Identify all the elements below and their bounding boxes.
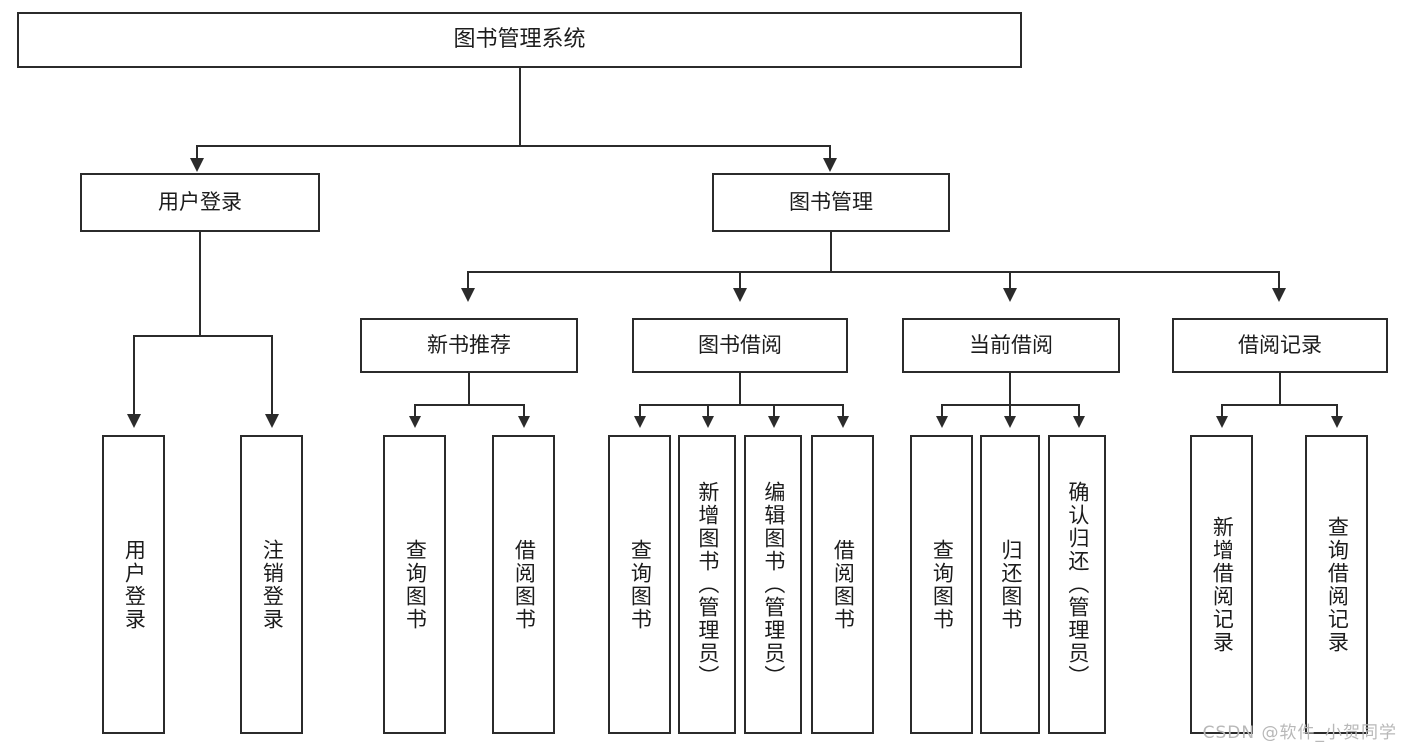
leaf-newbook-query-book[interactable]: 查询图书 (383, 435, 446, 734)
connector-bookborrow-drop-3 (773, 404, 775, 418)
leaf-newbook-borrow-book[interactable]: 借阅图书 (492, 435, 555, 734)
node-label: 确认归还（管理员） (1065, 481, 1090, 688)
leaf-bookborrow-query-book[interactable]: 查询图书 (608, 435, 671, 734)
node-label: 当前借阅 (969, 332, 1053, 357)
arrow-userlogin-leaf-1 (127, 414, 141, 428)
arrow-root-to-bookmgmt (823, 158, 837, 172)
node-label: 新增借阅记录 (1210, 515, 1235, 654)
connector-newbook-bus (414, 404, 524, 406)
node-label: 注销登录 (260, 538, 285, 631)
leaf-bookborrow-borrow-book[interactable]: 借阅图书 (811, 435, 874, 734)
connector-userlogin-stem (199, 232, 201, 335)
node-book-management[interactable]: 图书管理 (712, 173, 950, 232)
node-label: 图书管理系统 (453, 26, 586, 52)
leaf-currentborrow-confirm-return-admin[interactable]: 确认归还（管理员） (1048, 435, 1106, 734)
connector-userlogin-drop-1 (133, 335, 135, 417)
connector-userlogin-bus (133, 335, 273, 337)
connector-currentborrow-drop-3 (1078, 404, 1080, 418)
node-label: 归还图书 (998, 538, 1023, 631)
connector-bookborrow-drop-2 (707, 404, 709, 418)
connector-currentborrow-drop-2 (1009, 404, 1011, 418)
connector-newbook-drop-1 (414, 404, 416, 418)
arrow-userlogin-leaf-2 (265, 414, 279, 428)
connector-borrowrecord-stem (1279, 373, 1281, 405)
arrow-newbook-leaf-1 (409, 416, 421, 428)
arrow-bookborrow-leaf-4 (837, 416, 849, 428)
node-label: 图书管理 (789, 189, 873, 214)
connector-root-to-bookmgmt (829, 145, 831, 161)
node-root-system[interactable]: 图书管理系统 (17, 12, 1022, 68)
connector-bookmgmt-bus (467, 271, 1279, 273)
connector-bookmgmt-drop-1 (467, 271, 469, 291)
arrow-newbook-leaf-2 (518, 416, 530, 428)
node-label: 借阅图书 (512, 538, 537, 631)
node-user-login[interactable]: 用户登录 (80, 173, 320, 232)
node-label: 查询图书 (628, 538, 653, 631)
connector-bookborrow-drop-1 (639, 404, 641, 418)
arrow-bookborrow-leaf-2 (702, 416, 714, 428)
node-label: 查询图书 (930, 538, 955, 631)
connector-currentborrow-drop-1 (941, 404, 943, 418)
arrow-root-to-userlogin (190, 158, 204, 172)
arrow-borrowrecord-leaf-2 (1331, 416, 1343, 428)
connector-borrowrecord-drop-2 (1336, 404, 1338, 418)
connector-userlogin-drop-2 (271, 335, 273, 417)
connector-newbook-drop-2 (523, 404, 525, 418)
leaf-bookborrow-add-book-admin[interactable]: 新增图书（管理员） (678, 435, 736, 734)
node-label: 查询借阅记录 (1325, 515, 1350, 654)
node-label: 借阅图书 (831, 538, 856, 631)
connector-bookborrow-bus (639, 404, 844, 406)
connector-bookmgmt-drop-2 (739, 271, 741, 291)
node-label: 借阅记录 (1238, 332, 1322, 357)
node-label: 图书借阅 (698, 332, 782, 357)
connector-bookmgmt-drop-3 (1009, 271, 1011, 291)
node-label: 查询图书 (403, 538, 428, 631)
connector-bookborrow-drop-4 (842, 404, 844, 418)
node-new-book-recommend[interactable]: 新书推荐 (360, 318, 578, 373)
node-label: 用户登录 (158, 189, 242, 214)
connector-newbook-stem (468, 373, 470, 405)
node-label: 新书推荐 (427, 332, 511, 357)
connector-currentborrow-stem (1009, 373, 1011, 405)
arrow-currentborrow-leaf-2 (1004, 416, 1016, 428)
node-label: 新增图书（管理员） (695, 481, 720, 688)
node-label: 用户登录 (122, 538, 147, 631)
node-book-borrow[interactable]: 图书借阅 (632, 318, 848, 373)
node-label: 编辑图书（管理员） (761, 481, 786, 688)
connector-borrowrecord-drop-1 (1221, 404, 1223, 418)
node-borrow-record[interactable]: 借阅记录 (1172, 318, 1388, 373)
connector-borrowrecord-bus (1221, 404, 1337, 406)
leaf-currentborrow-query-book[interactable]: 查询图书 (910, 435, 973, 734)
leaf-logout[interactable]: 注销登录 (240, 435, 303, 734)
connector-root-stem (519, 68, 521, 145)
leaf-borrowrecord-add-record[interactable]: 新增借阅记录 (1190, 435, 1253, 734)
connector-bookmgmt-drop-4 (1278, 271, 1280, 291)
arrow-currentborrow-leaf-1 (936, 416, 948, 428)
connector-root-bus (196, 145, 831, 147)
leaf-bookborrow-edit-book-admin[interactable]: 编辑图书（管理员） (744, 435, 802, 734)
arrow-borrowrecord-leaf-1 (1216, 416, 1228, 428)
arrow-bookmgmt-to-bookborrow (733, 288, 747, 302)
arrow-bookmgmt-to-borrowrecord (1272, 288, 1286, 302)
arrow-currentborrow-leaf-3 (1073, 416, 1085, 428)
arrow-bookmgmt-to-newbook (461, 288, 475, 302)
connector-bookmgmt-stem (830, 232, 832, 272)
connector-bookborrow-stem (739, 373, 741, 405)
arrow-bookmgmt-to-currentborrow (1003, 288, 1017, 302)
arrow-bookborrow-leaf-1 (634, 416, 646, 428)
arrow-bookborrow-leaf-3 (768, 416, 780, 428)
leaf-borrowrecord-query-record[interactable]: 查询借阅记录 (1305, 435, 1368, 734)
node-current-borrow[interactable]: 当前借阅 (902, 318, 1120, 373)
leaf-user-login[interactable]: 用户登录 (102, 435, 165, 734)
leaf-currentborrow-return-book[interactable]: 归还图书 (980, 435, 1040, 734)
connector-root-to-userlogin (196, 145, 198, 161)
